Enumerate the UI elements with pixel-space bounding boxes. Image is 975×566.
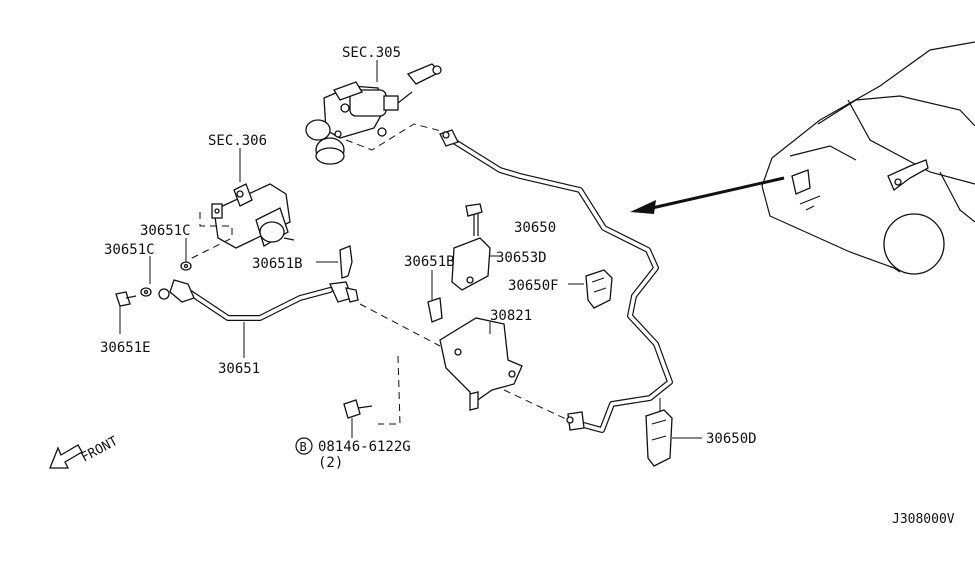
label-30651b-left: 30651B xyxy=(252,256,303,272)
clip-30650f xyxy=(585,269,613,309)
bolt-30651e xyxy=(115,291,137,307)
dashed-link-master xyxy=(345,123,446,151)
label-sec305: SEC.305 xyxy=(342,45,401,61)
location-arrow xyxy=(630,176,785,214)
label-30651: 30651 xyxy=(218,361,260,377)
bolt-08146-6122g xyxy=(343,399,373,419)
label-30651e: 30651E xyxy=(100,340,151,356)
dashed-link-hose-bracket xyxy=(359,303,441,347)
bracket-30653d xyxy=(451,203,491,291)
label-30651b-mid: 30651B xyxy=(404,254,455,270)
clip-30651b-left xyxy=(339,245,353,279)
label-30651c-a: 30651C xyxy=(140,223,191,239)
clutch-operating-cylinder xyxy=(211,183,295,249)
clip-30650d xyxy=(645,409,673,467)
dashed-link-bolt xyxy=(378,355,401,425)
clutch-hose-30651 xyxy=(158,279,359,321)
front-arrow-icon xyxy=(49,444,83,469)
label-30821: 30821 xyxy=(490,308,532,324)
label-bolt-qty: (2) xyxy=(318,455,343,471)
bracket-30821 xyxy=(439,317,523,411)
clutch-tube-30650 xyxy=(439,129,673,433)
washer-30651c-upper xyxy=(180,261,192,271)
label-30650: 30650 xyxy=(514,220,556,236)
label-30653d: 30653D xyxy=(496,250,547,266)
dashed-link-tube-end xyxy=(503,389,569,421)
washer-30651c-lower xyxy=(140,287,152,297)
dashed-link-slave xyxy=(187,212,233,261)
label-30651c-b: 30651C xyxy=(104,242,155,258)
label-bolt-number: 08146-6122G xyxy=(318,439,411,455)
vehicle-location-illustration xyxy=(761,41,975,275)
clutch-master-cylinder xyxy=(305,63,442,165)
bolt-circle-letter: B xyxy=(300,440,307,454)
label-sec306: SEC.306 xyxy=(208,133,267,149)
label-30650d: 30650D xyxy=(706,431,757,447)
circled-b-icon: B xyxy=(295,437,313,455)
clip-30651b-mid xyxy=(427,297,443,323)
label-diagram-code: J308000V xyxy=(892,512,955,527)
label-30650f: 30650F xyxy=(508,278,559,294)
label-front: FRONT xyxy=(79,434,121,466)
